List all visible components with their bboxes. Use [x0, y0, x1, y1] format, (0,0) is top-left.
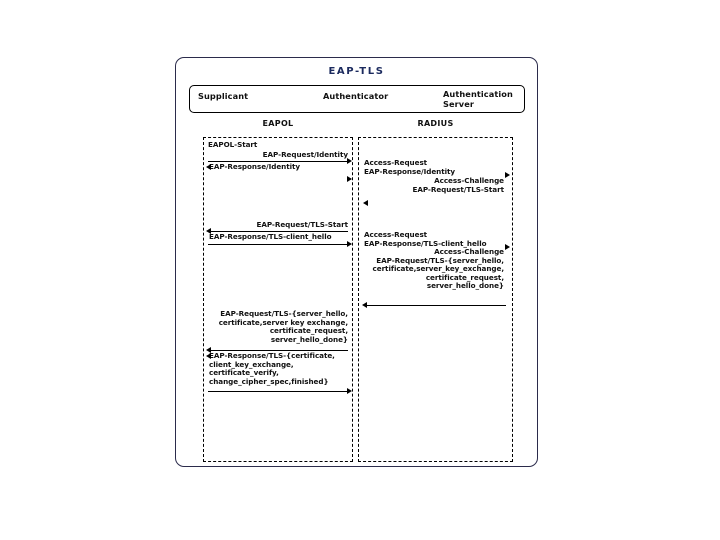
message-access-challenge-tls-start: Access-Challenge EAP-Request/TLS-Start: [412, 176, 504, 194]
arrow-eap-request-tls-server-hello: [206, 347, 348, 354]
flow-panel-eapol: EAPOL-Start EAP-Request/Identity EAP-Res…: [203, 137, 353, 462]
message-eap-response-tls-client-hello: EAP-Response/TLS-client_hello: [209, 232, 332, 241]
arrowhead-access-request-identity: [505, 172, 510, 178]
arrow-eap-request-tls-start: [206, 228, 348, 235]
flow-panel-radius: Access-Request EAP-Response/Identity Acc…: [358, 137, 513, 462]
message-eap-request-tls-server-hello: EAP-Request/TLS-{server_hello, certifica…: [218, 309, 348, 344]
arrowhead-eap-response-identity-forward: [347, 176, 352, 182]
eap-tls-diagram-frame: EAP-TLS Supplicant Authenticator Authent…: [175, 57, 538, 467]
message-eap-response-tls-certificate: EAP-Response/TLS-{certificate, client_ke…: [209, 351, 335, 386]
role-label-authentication-server: Authentication Server: [443, 89, 513, 109]
message-eap-response-identity: EAP-Response/Identity: [209, 162, 301, 171]
page-title: EAP-TLS: [328, 66, 385, 77]
arrow-eap-response-tls-certificate: [208, 388, 352, 395]
arrowhead-eap-response-tls-certificate: [206, 353, 211, 359]
arrowhead-access-challenge-tls-start: [363, 200, 368, 206]
message-eapol-start: EAPOL-Start: [208, 140, 258, 149]
arrowhead-access-request-client-hello: [505, 244, 510, 250]
arrow-eap-response-tls-client-hello: [208, 241, 352, 248]
message-eap-request-identity: EAP-Request/Identity: [262, 150, 348, 159]
arrow-access-challenge-server-hello: [362, 302, 506, 309]
role-label-supplicant: Supplicant: [198, 91, 249, 101]
protocol-heading-eapol: EAPOL: [262, 119, 294, 128]
arrowhead-eap-response-identity: [206, 164, 211, 170]
message-access-request-identity: Access-Request EAP-Response/Identity: [364, 158, 456, 176]
arrow-eap-request-identity: [208, 158, 352, 165]
message-access-challenge-server-hello: Access-Challenge EAP-Request/TLS-{server…: [372, 247, 505, 291]
message-access-request-client-hello: Access-Request EAP-Response/TLS-client_h…: [364, 230, 487, 248]
role-label-authenticator: Authenticator: [323, 91, 389, 101]
protocol-heading-radius: RADIUS: [417, 119, 454, 128]
roles-bar: Supplicant Authenticator Authentication …: [189, 85, 525, 113]
message-eap-request-tls-start: EAP-Request/TLS-Start: [256, 220, 348, 229]
